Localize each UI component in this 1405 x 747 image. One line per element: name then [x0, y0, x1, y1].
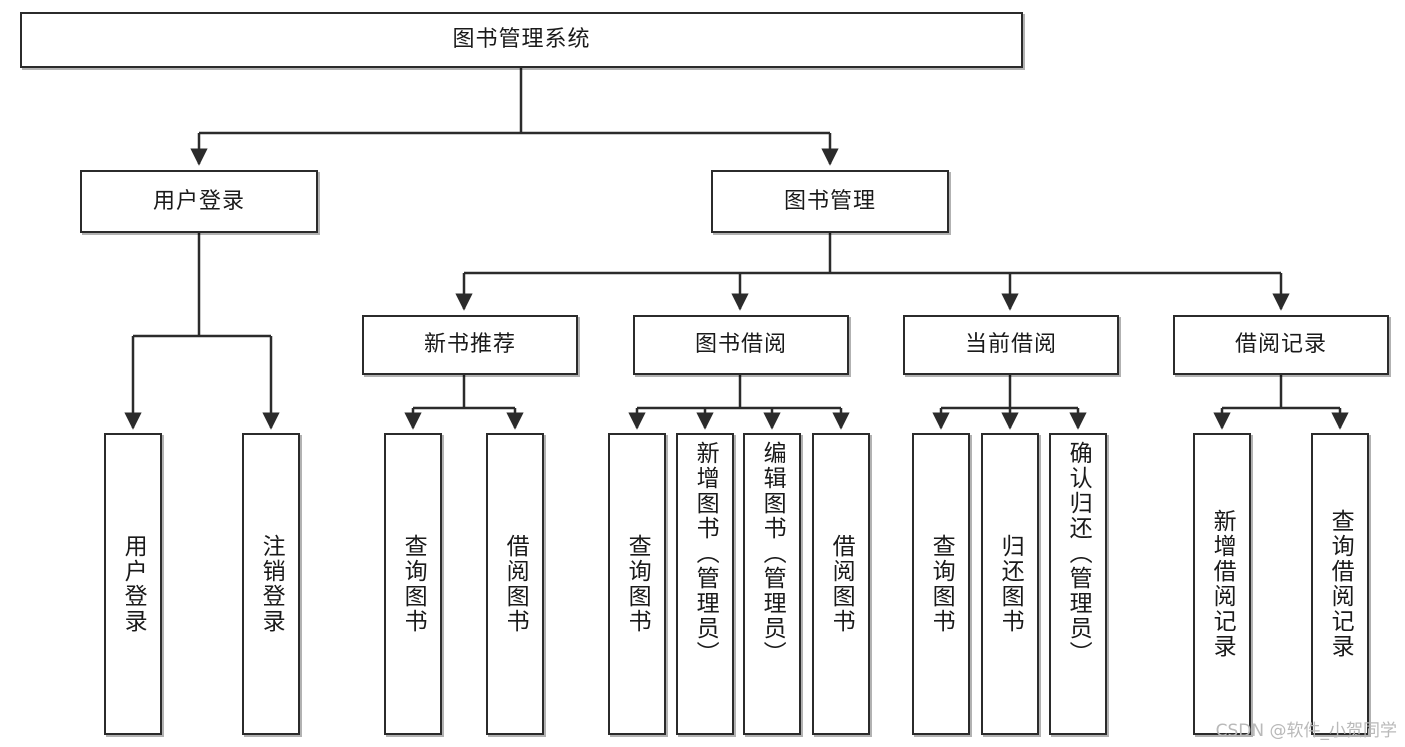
- leaf-new-book-0[interactable]: 查询图书: [384, 433, 442, 735]
- leaf-current-borrow-2-label: 确认归还（管理员）: [1065, 441, 1092, 666]
- leaf-book-borrow-2-label: 编辑图书（管理员）: [759, 441, 786, 666]
- leaf-current-borrow-0-label: 查询图书: [928, 534, 955, 634]
- watermark: CSDN @软件_小贺同学: [1215, 721, 1397, 741]
- leaf-user-login-1[interactable]: 注销登录: [242, 433, 300, 735]
- node-user-login-label: 用户登录: [152, 188, 245, 214]
- leaf-current-borrow-2[interactable]: 确认归还（管理员）: [1049, 433, 1107, 735]
- leaf-new-book-1[interactable]: 借阅图书: [486, 433, 544, 735]
- leaf-current-borrow-0[interactable]: 查询图书: [912, 433, 970, 735]
- node-root[interactable]: 图书管理系统: [20, 12, 1023, 68]
- node-book-management[interactable]: 图书管理: [711, 170, 949, 233]
- leaf-current-borrow-1[interactable]: 归还图书: [981, 433, 1039, 735]
- leaf-book-borrow-0[interactable]: 查询图书: [608, 433, 666, 735]
- leaf-borrow-record-0[interactable]: 新增借阅记录: [1193, 433, 1251, 735]
- node-borrow-record[interactable]: 借阅记录: [1173, 315, 1389, 375]
- leaf-book-borrow-0-label: 查询图书: [624, 534, 651, 634]
- leaf-user-login-0-label: 用户登录: [120, 534, 147, 634]
- node-user-login[interactable]: 用户登录: [80, 170, 318, 233]
- leaf-borrow-record-1[interactable]: 查询借阅记录: [1311, 433, 1369, 735]
- leaf-book-borrow-1[interactable]: 新增图书（管理员）: [676, 433, 734, 735]
- leaf-current-borrow-1-label: 归还图书: [997, 534, 1024, 634]
- node-new-book-recommend[interactable]: 新书推荐: [362, 315, 578, 375]
- leaf-user-login-0[interactable]: 用户登录: [104, 433, 162, 735]
- leaf-user-login-1-label: 注销登录: [258, 534, 285, 634]
- node-book-borrow-label: 图书借阅: [694, 332, 787, 358]
- node-current-borrow-label: 当前借阅: [964, 332, 1057, 358]
- leaf-book-borrow-3[interactable]: 借阅图书: [812, 433, 870, 735]
- leaf-book-borrow-1-label: 新增图书（管理员）: [692, 441, 719, 666]
- node-borrow-record-label: 借阅记录: [1234, 332, 1327, 358]
- node-current-borrow[interactable]: 当前借阅: [903, 315, 1119, 375]
- leaf-borrow-record-1-label: 查询借阅记录: [1327, 509, 1354, 659]
- leaf-book-borrow-2[interactable]: 编辑图书（管理员）: [743, 433, 801, 735]
- node-book-borrow[interactable]: 图书借阅: [633, 315, 849, 375]
- leaf-book-borrow-3-label: 借阅图书: [828, 534, 855, 634]
- leaf-new-book-0-label: 查询图书: [400, 534, 427, 634]
- node-book-management-label: 图书管理: [783, 188, 876, 214]
- node-new-book-recommend-label: 新书推荐: [423, 332, 516, 358]
- node-root-label: 图书管理系统: [452, 27, 591, 53]
- leaf-borrow-record-0-label: 新增借阅记录: [1209, 509, 1236, 659]
- leaf-new-book-1-label: 借阅图书: [502, 534, 529, 634]
